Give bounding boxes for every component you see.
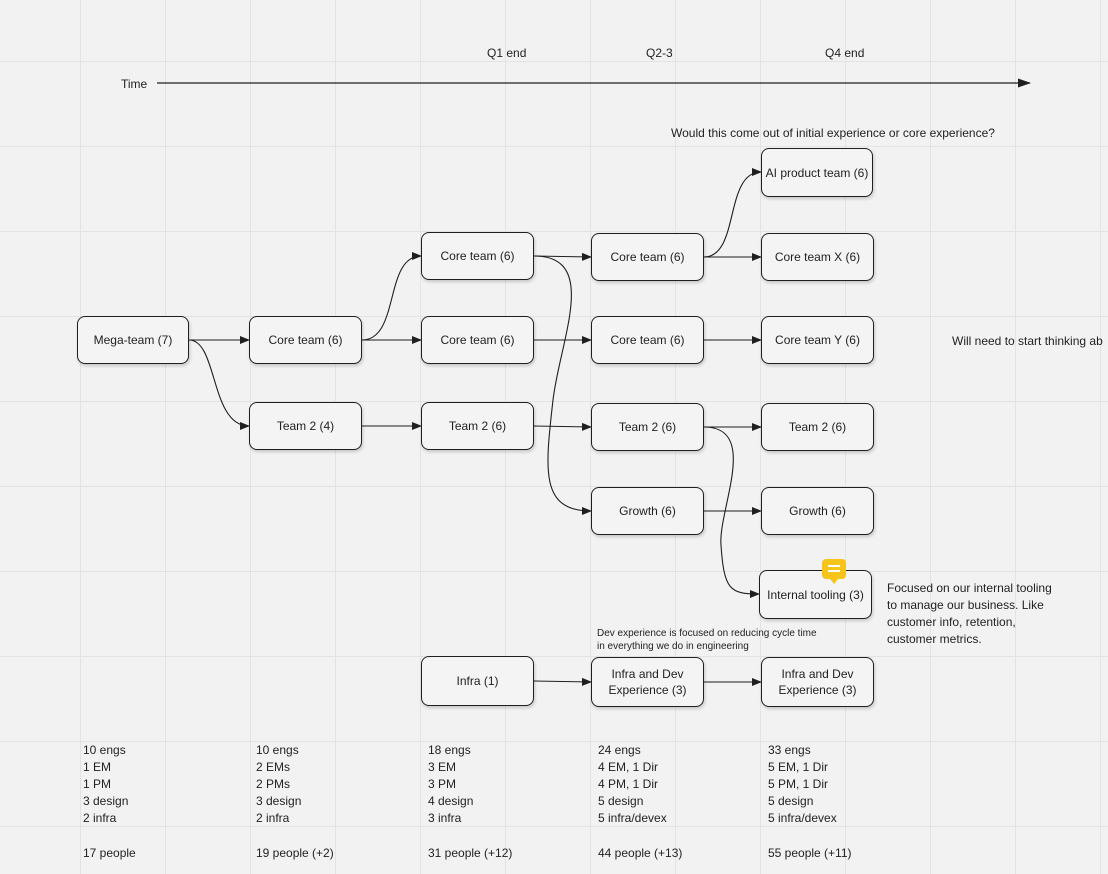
team-box-core-team-a[interactable]: Core team (6) (421, 232, 534, 280)
people-total: 19 people (+2) (256, 846, 334, 860)
milestone-q4-end: Q4 end (825, 46, 865, 60)
staffing-line: 18 engs (428, 743, 471, 757)
question-note[interactable]: Would this come out of initial experienc… (671, 126, 995, 140)
staffing-line: 10 engs (256, 743, 299, 757)
staffing-line: 10 engs (83, 743, 126, 757)
staffing-line: 4 PM, 1 Dir (598, 777, 659, 791)
team-box-team-2[interactable]: Team 2 (4) (249, 402, 362, 450)
internal-tooling-note[interactable]: Focused on our internal tooling to manag… (887, 581, 1052, 646)
staffing-line: 4 design (428, 794, 474, 808)
milestone-q2-3: Q2-3 (646, 46, 673, 60)
team-box-growth[interactable]: Growth (6) (591, 487, 704, 535)
milestone-q1-end: Q1 end (487, 46, 527, 60)
staffing-list-col4: 33 engs 5 EM, 1 Dir 5 PM, 1 Dir 5 design… (768, 742, 837, 827)
team-box-infra-dev-experience[interactable]: Infra and Dev Experience (3) (761, 657, 874, 707)
staffing-line: 24 engs (598, 743, 641, 757)
staffing-line: 3 PM (428, 777, 457, 791)
staffing-list-col3: 24 engs 4 EM, 1 Dir 4 PM, 1 Dir 5 design… (598, 742, 667, 827)
staffing-line: 1 EM (83, 760, 112, 774)
staffing-line: 5 infra/devex (768, 811, 837, 825)
staffing-list-col0: 10 engs 1 EM 1 PM 3 design 2 infra (83, 742, 128, 827)
team-box-team-2[interactable]: Team 2 (6) (761, 403, 874, 451)
staffing-line: 1 PM (83, 777, 112, 791)
staffing-line: 5 design (768, 794, 814, 808)
time-axis-label: Time (121, 77, 148, 91)
connector-core-core-a (361, 252, 422, 341)
team-box-infra-dev-experience[interactable]: Infra and Dev Experience (3) (591, 657, 704, 707)
people-total: 44 people (+13) (598, 846, 683, 860)
team-box-team-2[interactable]: Team 2 (6) (591, 403, 704, 451)
staffing-list-col2: 18 engs 3 EM 3 PM 4 design 3 infra (428, 742, 473, 827)
team-box-core-team-y[interactable]: Core team Y (6) (761, 316, 874, 364)
team-box-core-team-b[interactable]: Core team (6) (421, 316, 534, 364)
team-box-mega-team[interactable]: Mega-team (7) (77, 316, 189, 364)
team-box-growth[interactable]: Growth (6) (761, 487, 874, 535)
connector-mega-team2 (188, 339, 250, 430)
connector-core-a-growth (533, 255, 592, 515)
staffing-line: 4 EM, 1 Dir (598, 760, 659, 774)
team-box-ai-product-team[interactable]: AI product team (6) (761, 148, 873, 197)
thinking-note[interactable]: Will need to start thinking ab (952, 334, 1103, 348)
team-box-core-team[interactable]: Core team (6) (249, 316, 362, 364)
staffing-list-col1: 10 engs 2 EMs 2 PMs 3 design 2 infra (256, 742, 301, 827)
people-total: 17 people (83, 846, 136, 860)
connector-team2-internal (703, 426, 760, 598)
team-box-infra[interactable]: Infra (1) (421, 656, 534, 706)
team-box-core-team-a[interactable]: Core team (6) (591, 233, 704, 281)
people-total: 55 people (+11) (768, 846, 852, 860)
staffing-line: 2 infra (256, 811, 290, 825)
staffing-line: 2 EMs (256, 760, 291, 774)
team-box-team-2[interactable]: Team 2 (6) (421, 402, 534, 450)
team-box-core-team-x[interactable]: Core team X (6) (761, 233, 874, 281)
staffing-line: 2 infra (83, 811, 117, 825)
staffing-line: 5 design (598, 794, 644, 808)
staffing-line: 5 infra/devex (598, 811, 667, 825)
staffing-line: 5 PM, 1 Dir (768, 777, 829, 791)
people-total: 31 people (+12) (428, 846, 513, 860)
connector-core-ai (703, 168, 762, 258)
comment-icon[interactable] (822, 559, 846, 584)
staffing-line: 2 PMs (256, 777, 291, 791)
staffing-line: 3 design (83, 794, 129, 808)
staffing-line: 33 engs (768, 743, 811, 757)
connector-infra-infradev (533, 677, 592, 686)
team-box-internal-tooling[interactable]: Internal tooling (3) (759, 570, 872, 619)
staffing-line: 5 EM, 1 Dir (768, 760, 829, 774)
staffing-line: 3 design (256, 794, 302, 808)
team-box-core-team-b[interactable]: Core team (6) (591, 316, 704, 364)
dev-experience-note[interactable]: Dev experience is focused on reducing cy… (597, 628, 817, 652)
connector-team2-team2-b (533, 422, 592, 431)
staffing-line: 3 infra (428, 811, 462, 825)
staffing-line: 3 EM (428, 760, 457, 774)
